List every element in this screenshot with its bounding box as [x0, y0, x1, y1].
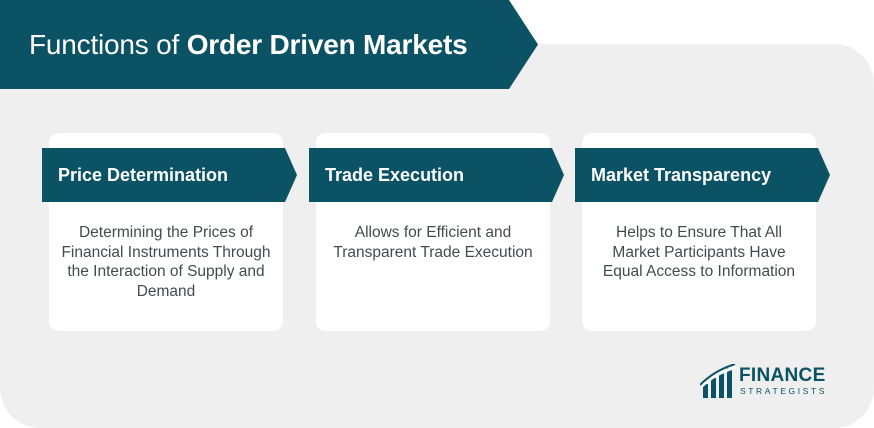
logo-chart-icon [700, 364, 736, 398]
card-header-trade-execution: Trade Execution [309, 148, 564, 202]
card-header-price-determination: Price Determination [42, 148, 297, 202]
card-heading: Price Determination [58, 165, 229, 185]
card-description: Determining the Prices of Financial Inst… [61, 224, 271, 300]
page-title: Functions of Order Driven Markets [29, 0, 468, 89]
logo-wordmark-secondary: STRATEGISTS [740, 386, 828, 396]
title-prefix: Functions of [29, 29, 187, 60]
title-emphasis: Order Driven Markets [186, 29, 468, 60]
card-header-market-transparency: Market Transparency [575, 148, 830, 202]
title-banner: Functions of Order Driven Markets [0, 0, 538, 89]
card-description: Allows for Efficient and Transparent Tra… [333, 224, 533, 261]
card-description: Helps to Ensure That All Market Particip… [602, 224, 796, 280]
logo-wordmark-primary: FINANCE [739, 365, 826, 386]
finance-strategists-logo: FINANCE STRATEGISTS [700, 364, 836, 398]
card-heading: Trade Execution [325, 165, 465, 185]
card-heading: Market Transparency [591, 165, 772, 185]
